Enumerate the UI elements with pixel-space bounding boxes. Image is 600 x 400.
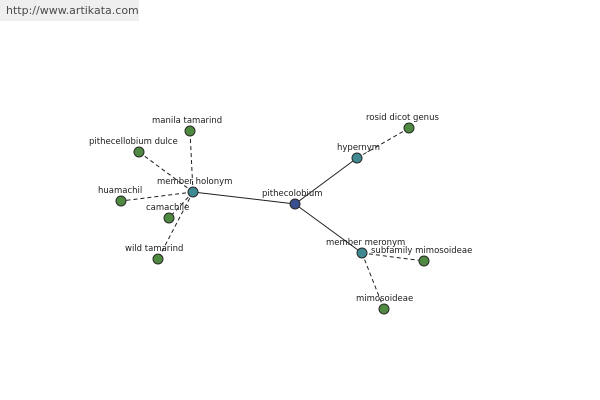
edge-member-holonym-to-camachile (168, 191, 194, 219)
edge-member-holonym-to-pithecellobium-dulce (138, 151, 194, 193)
node-label-manila-tamarind[interactable]: manila tamarind (152, 116, 222, 126)
node-mimosoideae[interactable] (378, 303, 390, 315)
node-label-center[interactable]: pithecolobium (262, 189, 323, 199)
node-label-pithecellobium-dulce[interactable]: pithecellobium dulce (89, 137, 178, 147)
node-manila-tamarind[interactable] (184, 125, 196, 137)
edge-center-to-hypernym (294, 157, 358, 205)
node-label-rosid-dicot-genus[interactable]: rosid dicot genus (366, 113, 439, 123)
node-label-mimosoideae[interactable]: mimosoideae (356, 294, 413, 304)
site-url-watermark[interactable]: http://www.artikata.com (0, 0, 139, 21)
node-label-hypernym[interactable]: hypernym (337, 143, 380, 153)
nodes-layer (115, 122, 430, 315)
node-huamachil[interactable] (115, 195, 127, 207)
node-camachile[interactable] (163, 212, 175, 224)
edge-member-meronym-to-mimosoideae (361, 252, 385, 310)
node-center[interactable] (289, 198, 301, 210)
labels-layer: pithecolobium member holonym hypernym membe… (89, 113, 472, 304)
node-subfamily-mimosoideae[interactable] (418, 255, 430, 267)
edge-member-holonym-to-wild-tamarind (157, 191, 194, 260)
node-label-camachile[interactable]: camachile (146, 203, 189, 213)
edge-hypernym-to-rosid-dicot-genus (356, 127, 410, 159)
node-rosid-dicot-genus[interactable] (403, 122, 415, 134)
edge-member-meronym-to-subfamily-mimosoideae (361, 252, 425, 262)
node-member-meronym[interactable] (356, 247, 368, 259)
node-wild-tamarind[interactable] (152, 253, 164, 265)
edge-center-to-member-holonym (192, 191, 296, 205)
node-pithecellobium-dulce[interactable] (133, 146, 145, 158)
node-label-wild-tamarind[interactable]: wild tamarind (125, 244, 183, 254)
node-member-holonym[interactable] (187, 186, 199, 198)
edge-member-holonym-to-manila-tamarind (189, 130, 194, 193)
edge-center-to-member-meronym (294, 203, 363, 254)
node-label-member-holonym[interactable]: member holonym (157, 177, 232, 187)
node-hypernym[interactable] (351, 152, 363, 164)
node-label-subfamily-mimosoideae[interactable]: subfamily mimosoideae (371, 246, 472, 256)
edges-layer (120, 127, 425, 310)
node-label-huamachil[interactable]: huamachil (98, 186, 142, 196)
edge-member-holonym-to-huamachil (120, 191, 194, 202)
node-label-member-meronym[interactable]: member meronym (326, 238, 405, 248)
